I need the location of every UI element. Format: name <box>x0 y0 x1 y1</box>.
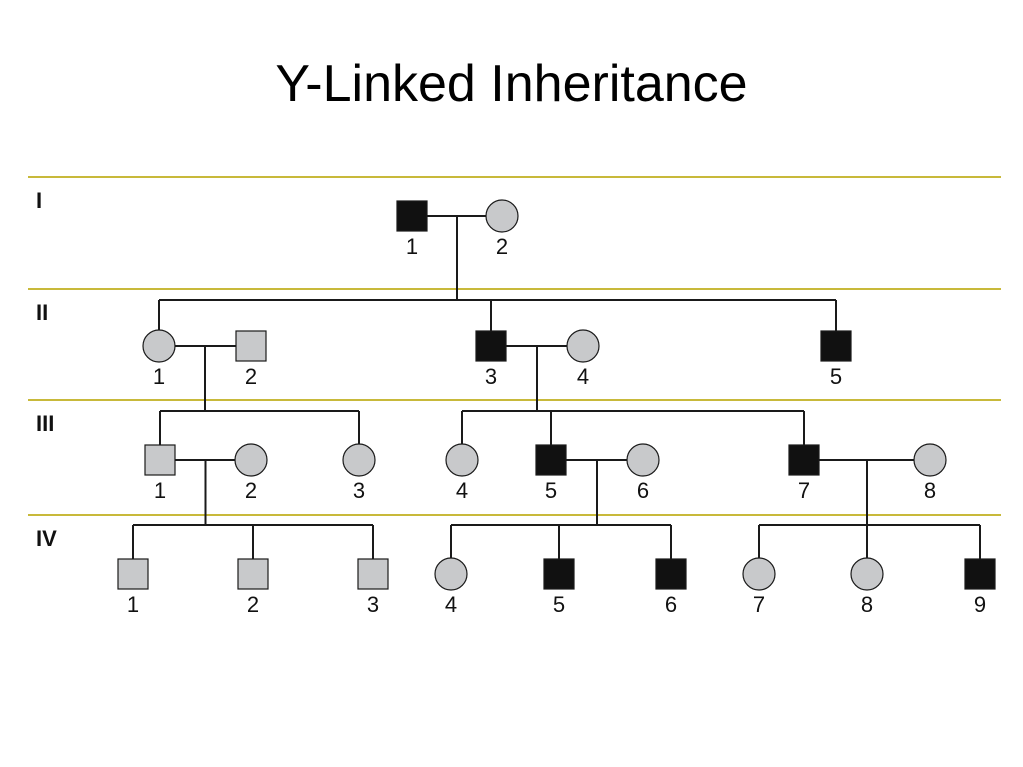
individual-number: 8 <box>861 592 873 617</box>
unaffected-female-circle-icon <box>742 557 776 591</box>
relationship-lines <box>132 215 981 559</box>
individual-number: 8 <box>924 478 936 503</box>
unaffected-female-circle-icon <box>485 199 519 233</box>
individual-number: 3 <box>353 478 365 503</box>
individual-number: 1 <box>153 364 165 389</box>
unaffected-male-square-icon <box>237 558 269 590</box>
individual-number: 2 <box>245 478 257 503</box>
individuals: 1 2 1 2 3 4 5 1 2 3 4 5 6 7 8 1 2 3 4 5 6 7 8 9 <box>117 199 996 617</box>
affected-male-square-icon <box>655 558 687 590</box>
individual-number: 5 <box>545 478 557 503</box>
individual-number: 3 <box>485 364 497 389</box>
generation-rules <box>28 176 1001 516</box>
individual-number: 4 <box>577 364 589 389</box>
unaffected-female-circle-icon <box>626 443 660 477</box>
unaffected-male-square-icon <box>357 558 389 590</box>
generation-label: IV <box>36 526 57 551</box>
affected-male-square-icon <box>820 330 852 362</box>
generation-label: II <box>36 300 48 325</box>
individual-number: 2 <box>247 592 259 617</box>
generation-label: I <box>36 188 42 213</box>
individual-number: 6 <box>637 478 649 503</box>
individual-number: 1 <box>406 234 418 259</box>
individual-number: 2 <box>496 234 508 259</box>
affected-male-square-icon <box>788 444 820 476</box>
page-title: Y-Linked Inheritance <box>275 55 748 113</box>
affected-male-square-icon <box>535 444 567 476</box>
individual-number: 4 <box>456 478 468 503</box>
generation-label: III <box>36 411 54 436</box>
affected-male-square-icon <box>475 330 507 362</box>
individual-number: 1 <box>127 592 139 617</box>
unaffected-male-square-icon <box>235 330 267 362</box>
individual-number: 6 <box>665 592 677 617</box>
unaffected-female-circle-icon <box>342 443 376 477</box>
unaffected-female-circle-icon <box>445 443 479 477</box>
unaffected-female-circle-icon <box>142 329 176 363</box>
affected-male-square-icon <box>396 200 428 232</box>
unaffected-female-circle-icon <box>234 443 268 477</box>
unaffected-female-circle-icon <box>434 557 468 591</box>
individual-number: 2 <box>245 364 257 389</box>
individual-number: 3 <box>367 592 379 617</box>
unaffected-female-circle-icon <box>913 443 947 477</box>
individual-number: 1 <box>154 478 166 503</box>
individual-number: 5 <box>830 364 842 389</box>
affected-male-square-icon <box>964 558 996 590</box>
unaffected-female-circle-icon <box>850 557 884 591</box>
unaffected-female-circle-icon <box>566 329 600 363</box>
individual-number: 9 <box>974 592 986 617</box>
individual-number: 7 <box>798 478 810 503</box>
individual-number: 7 <box>753 592 765 617</box>
affected-male-square-icon <box>543 558 575 590</box>
individual-number: 4 <box>445 592 457 617</box>
unaffected-male-square-icon <box>144 444 176 476</box>
unaffected-male-square-icon <box>117 558 149 590</box>
individual-number: 5 <box>553 592 565 617</box>
